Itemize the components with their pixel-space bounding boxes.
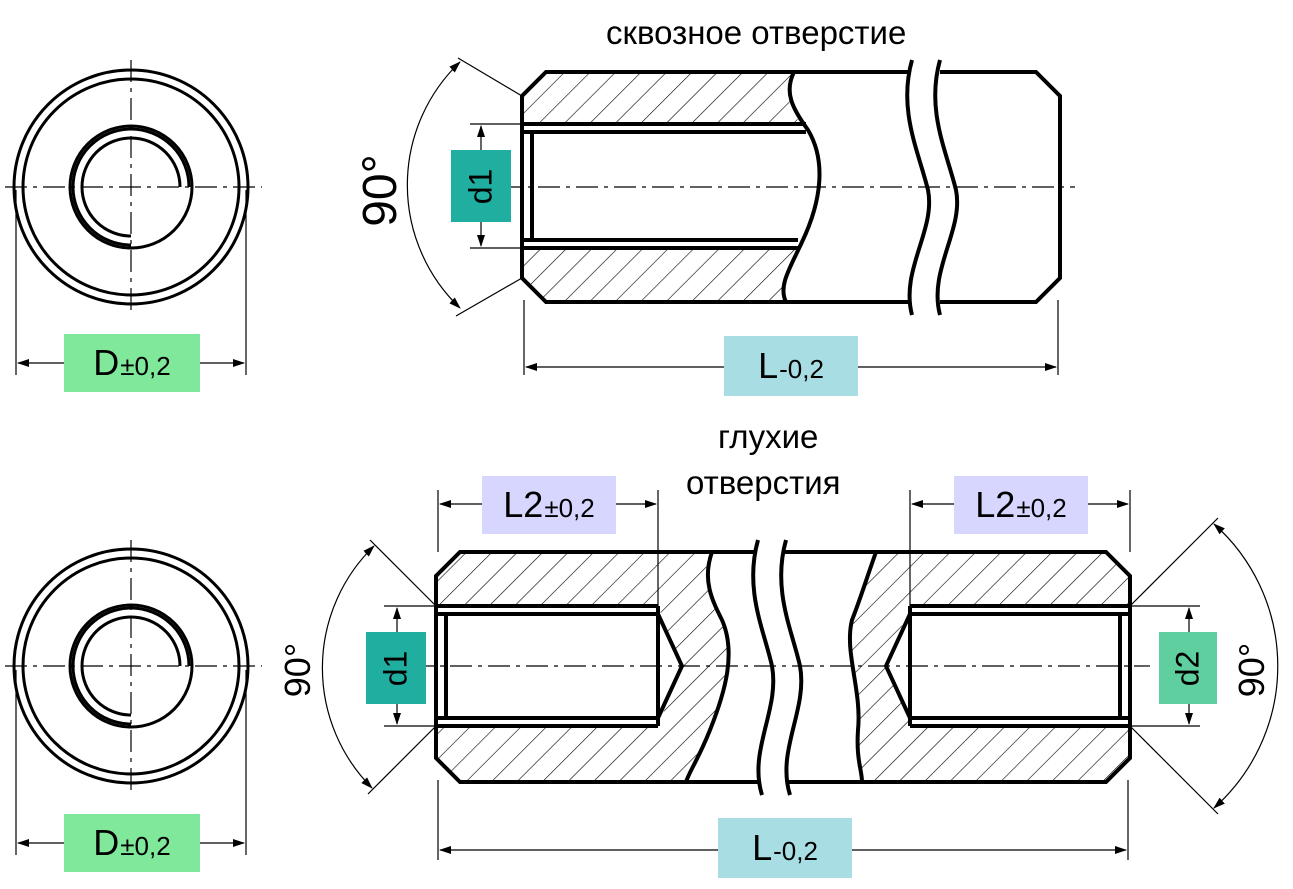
blind-holes-caption-line2: отверстия [686, 464, 841, 501]
top-diameter-symbol: D [93, 342, 120, 383]
bottom-section-view [321, 490, 1279, 860]
bottom-left-angle-label: 90° [270, 630, 326, 710]
top-diameter-tolerance: ±0,2 [120, 350, 171, 381]
top-length-tolerance: -0,2 [779, 353, 824, 384]
bottom-left-angle-text: 90° [276, 642, 318, 698]
bottom-diameter-tolerance: ±0,2 [120, 830, 171, 861]
bottom-right-depth-symbol: L2 [975, 484, 1016, 525]
bottom-length-symbol: L [752, 827, 773, 868]
bottom-d2-label: d2 [1159, 632, 1217, 704]
through-hole-caption: сквозное отверстие [606, 14, 907, 51]
top-length-label: L-0,2 [724, 336, 858, 396]
bottom-left-depth-symbol: L2 [503, 484, 544, 525]
blind-holes-caption-line1: глухие [718, 418, 819, 455]
top-diameter-label: D±0,2 [64, 334, 200, 392]
bottom-d1-label: d1 [366, 632, 426, 704]
bottom-length-tolerance: -0,2 [773, 835, 818, 866]
bottom-end-view [5, 540, 262, 855]
bottom-left-depth-tolerance: ±0,2 [544, 492, 595, 523]
top-section-view [406, 57, 1075, 375]
bottom-left-depth-label: L2±0,2 [482, 476, 616, 534]
top-end-view [5, 60, 262, 375]
bottom-length-label: L-0,2 [718, 818, 852, 878]
bottom-diameter-label: D±0,2 [64, 814, 200, 872]
bottom-right-depth-tolerance: ±0,2 [1016, 492, 1067, 523]
top-angle-text: 90° [353, 153, 407, 227]
bottom-d2-text: d2 [1169, 650, 1206, 686]
top-length-symbol: L [758, 345, 779, 386]
top-d1-text: d1 [462, 168, 499, 204]
bottom-diameter-symbol: D [93, 822, 120, 863]
top-angle-label: 90° [350, 140, 410, 240]
bottom-right-angle-label: 90° [1224, 630, 1280, 710]
bottom-right-depth-label: L2±0,2 [954, 476, 1088, 534]
bottom-d1-text: d1 [377, 650, 414, 686]
top-d1-label: d1 [451, 150, 511, 222]
bottom-right-angle-text: 90° [1230, 642, 1272, 698]
